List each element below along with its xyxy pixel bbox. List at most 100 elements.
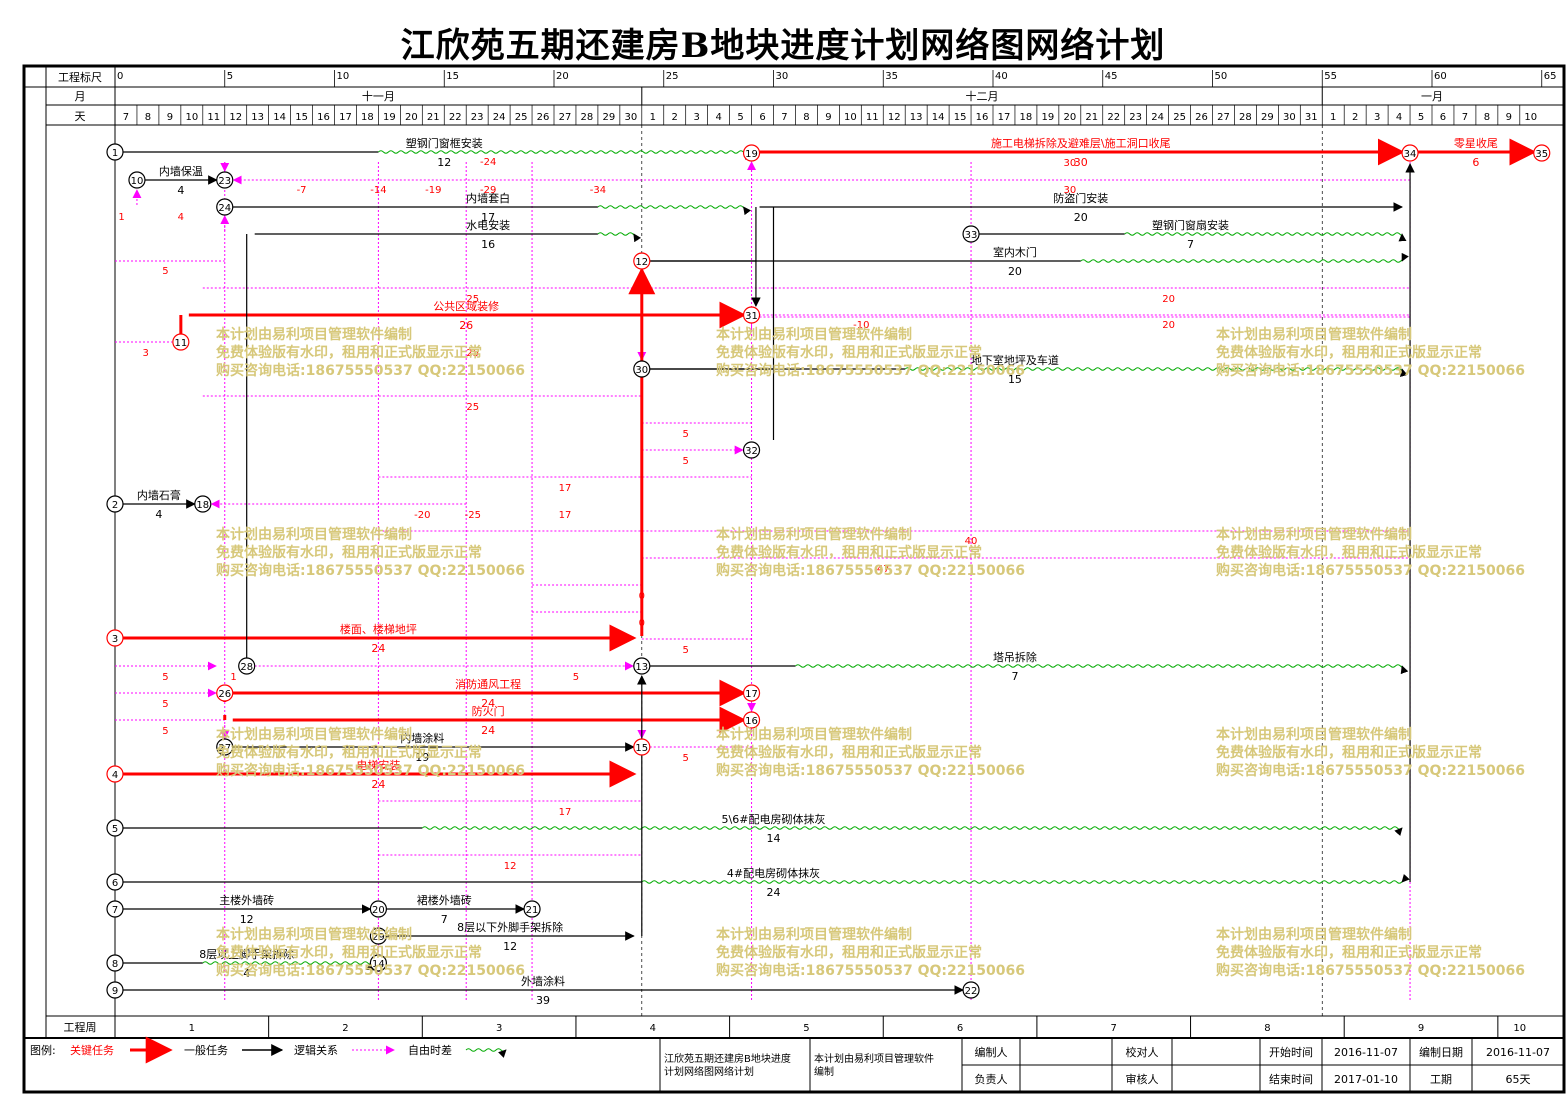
event-node[interactable]: 27 — [216, 738, 234, 756]
node-circle — [106, 629, 124, 647]
event-node[interactable]: 17 — [742, 684, 761, 702]
event-node[interactable]: 19 — [742, 144, 761, 162]
watermark-block: 本计划由易利项目管理软件编制免费体验版有水印，租用和正式版显示正常购买咨询电话:… — [216, 526, 525, 579]
node-circle — [633, 657, 651, 675]
svg-text:免费体验版有水印，租用和正式版显示正常: 免费体验版有水印，租用和正式版显示正常 — [1216, 544, 1482, 561]
event-node[interactable]: 13 — [633, 657, 651, 675]
event-node[interactable]: 15 — [633, 738, 651, 756]
node-circle — [742, 441, 761, 459]
scale-tick: 45 — [1105, 71, 1118, 82]
event-node[interactable]: 20 — [369, 900, 387, 918]
day-label-cell: 5 — [1418, 112, 1424, 123]
event-node[interactable]: 10 — [128, 171, 146, 189]
event-node[interactable]: 5 — [106, 819, 124, 837]
day-label-cell: 7 — [781, 112, 787, 123]
event-node[interactable]: 11 — [172, 333, 190, 351]
event-node[interactable]: 23 — [216, 171, 234, 189]
free-float-value: 17 — [559, 510, 572, 521]
scale-tick: 55 — [1324, 71, 1337, 82]
footer-duration-value: 65天 — [1506, 1073, 1531, 1086]
day-label-cell: 26 — [537, 112, 550, 123]
event-node[interactable]: 12 — [633, 252, 651, 270]
event-node[interactable]: 22 — [962, 981, 980, 999]
node-number: 29 — [372, 932, 385, 943]
event-node[interactable]: 30 — [633, 360, 651, 378]
event-node[interactable]: 2 — [106, 495, 124, 513]
event-node[interactable]: 6 — [106, 873, 124, 891]
event-node[interactable]: 28 — [238, 657, 256, 675]
week-label-cell: 6 — [957, 1023, 963, 1034]
free-float-value: -19 — [425, 185, 441, 196]
event-node[interactable]: 8 — [106, 954, 124, 972]
node-circle — [742, 684, 761, 702]
event-node[interactable]: 32 — [742, 441, 761, 459]
day-label-cell: 8 — [1484, 112, 1490, 123]
event-node[interactable]: 26 — [216, 684, 234, 702]
node-number: 10 — [131, 176, 144, 187]
node-number: 28 — [240, 662, 253, 673]
node-number: 24 — [218, 203, 231, 214]
free-float-value: -25 — [465, 510, 481, 521]
legend-logic-label: 逻辑关系 — [294, 1043, 338, 1057]
free-float-line — [1124, 232, 1407, 242]
footer-compiler-label: 编制人 — [975, 1045, 1008, 1059]
activity-name: 塑钢门窗框安装 — [406, 136, 483, 150]
event-node[interactable]: 35 — [1533, 144, 1551, 162]
event-node[interactable]: 9 — [106, 981, 124, 999]
footer-duration-label: 工期 — [1430, 1073, 1452, 1086]
free-float-value: 3 — [143, 348, 149, 359]
activity-duration: 14 — [767, 832, 781, 845]
svg-text:免费体验版有水印，租用和正式版显示正常: 免费体验版有水印，租用和正式版显示正常 — [216, 744, 482, 761]
free-float-value: 12 — [504, 861, 517, 872]
activity-duration: 4 — [177, 184, 184, 197]
event-node[interactable]: 31 — [742, 306, 761, 324]
event-node[interactable]: 14 — [369, 954, 387, 972]
event-node[interactable]: 34 — [1401, 144, 1419, 162]
svg-text:免费体验版有水印，租用和正式版显示正常: 免费体验版有水印，租用和正式版显示正常 — [716, 944, 982, 961]
node-circle — [962, 225, 980, 243]
event-node[interactable]: 3 — [106, 629, 124, 647]
event-node[interactable]: 21 — [523, 900, 541, 918]
event-node[interactable]: 18 — [194, 495, 212, 513]
event-node[interactable]: 33 — [962, 225, 980, 243]
event-node[interactable]: 16 — [742, 711, 761, 729]
event-node[interactable]: 1 — [106, 143, 124, 161]
activity[interactable]: 塑钢门窗框安装 12 — [123, 136, 752, 169]
week-label-cell: 5 — [803, 1023, 809, 1034]
free-float-line — [641, 873, 1410, 884]
scale-tick: 5 — [227, 71, 233, 82]
free-float-value: -14 — [370, 185, 386, 196]
free-float-value: 25 — [466, 348, 479, 359]
event-node[interactable]: 29 — [369, 927, 387, 945]
day-label-cell: 11 — [207, 112, 220, 123]
event-node[interactable]: 24 — [216, 198, 234, 216]
event-node[interactable]: 7 — [106, 900, 124, 918]
activity-name: 防盗门安装 — [1053, 191, 1108, 205]
day-label-cell: 26 — [1195, 112, 1208, 123]
activity-duration: 12 — [437, 156, 451, 169]
event-node[interactable]: 4 — [106, 765, 124, 783]
